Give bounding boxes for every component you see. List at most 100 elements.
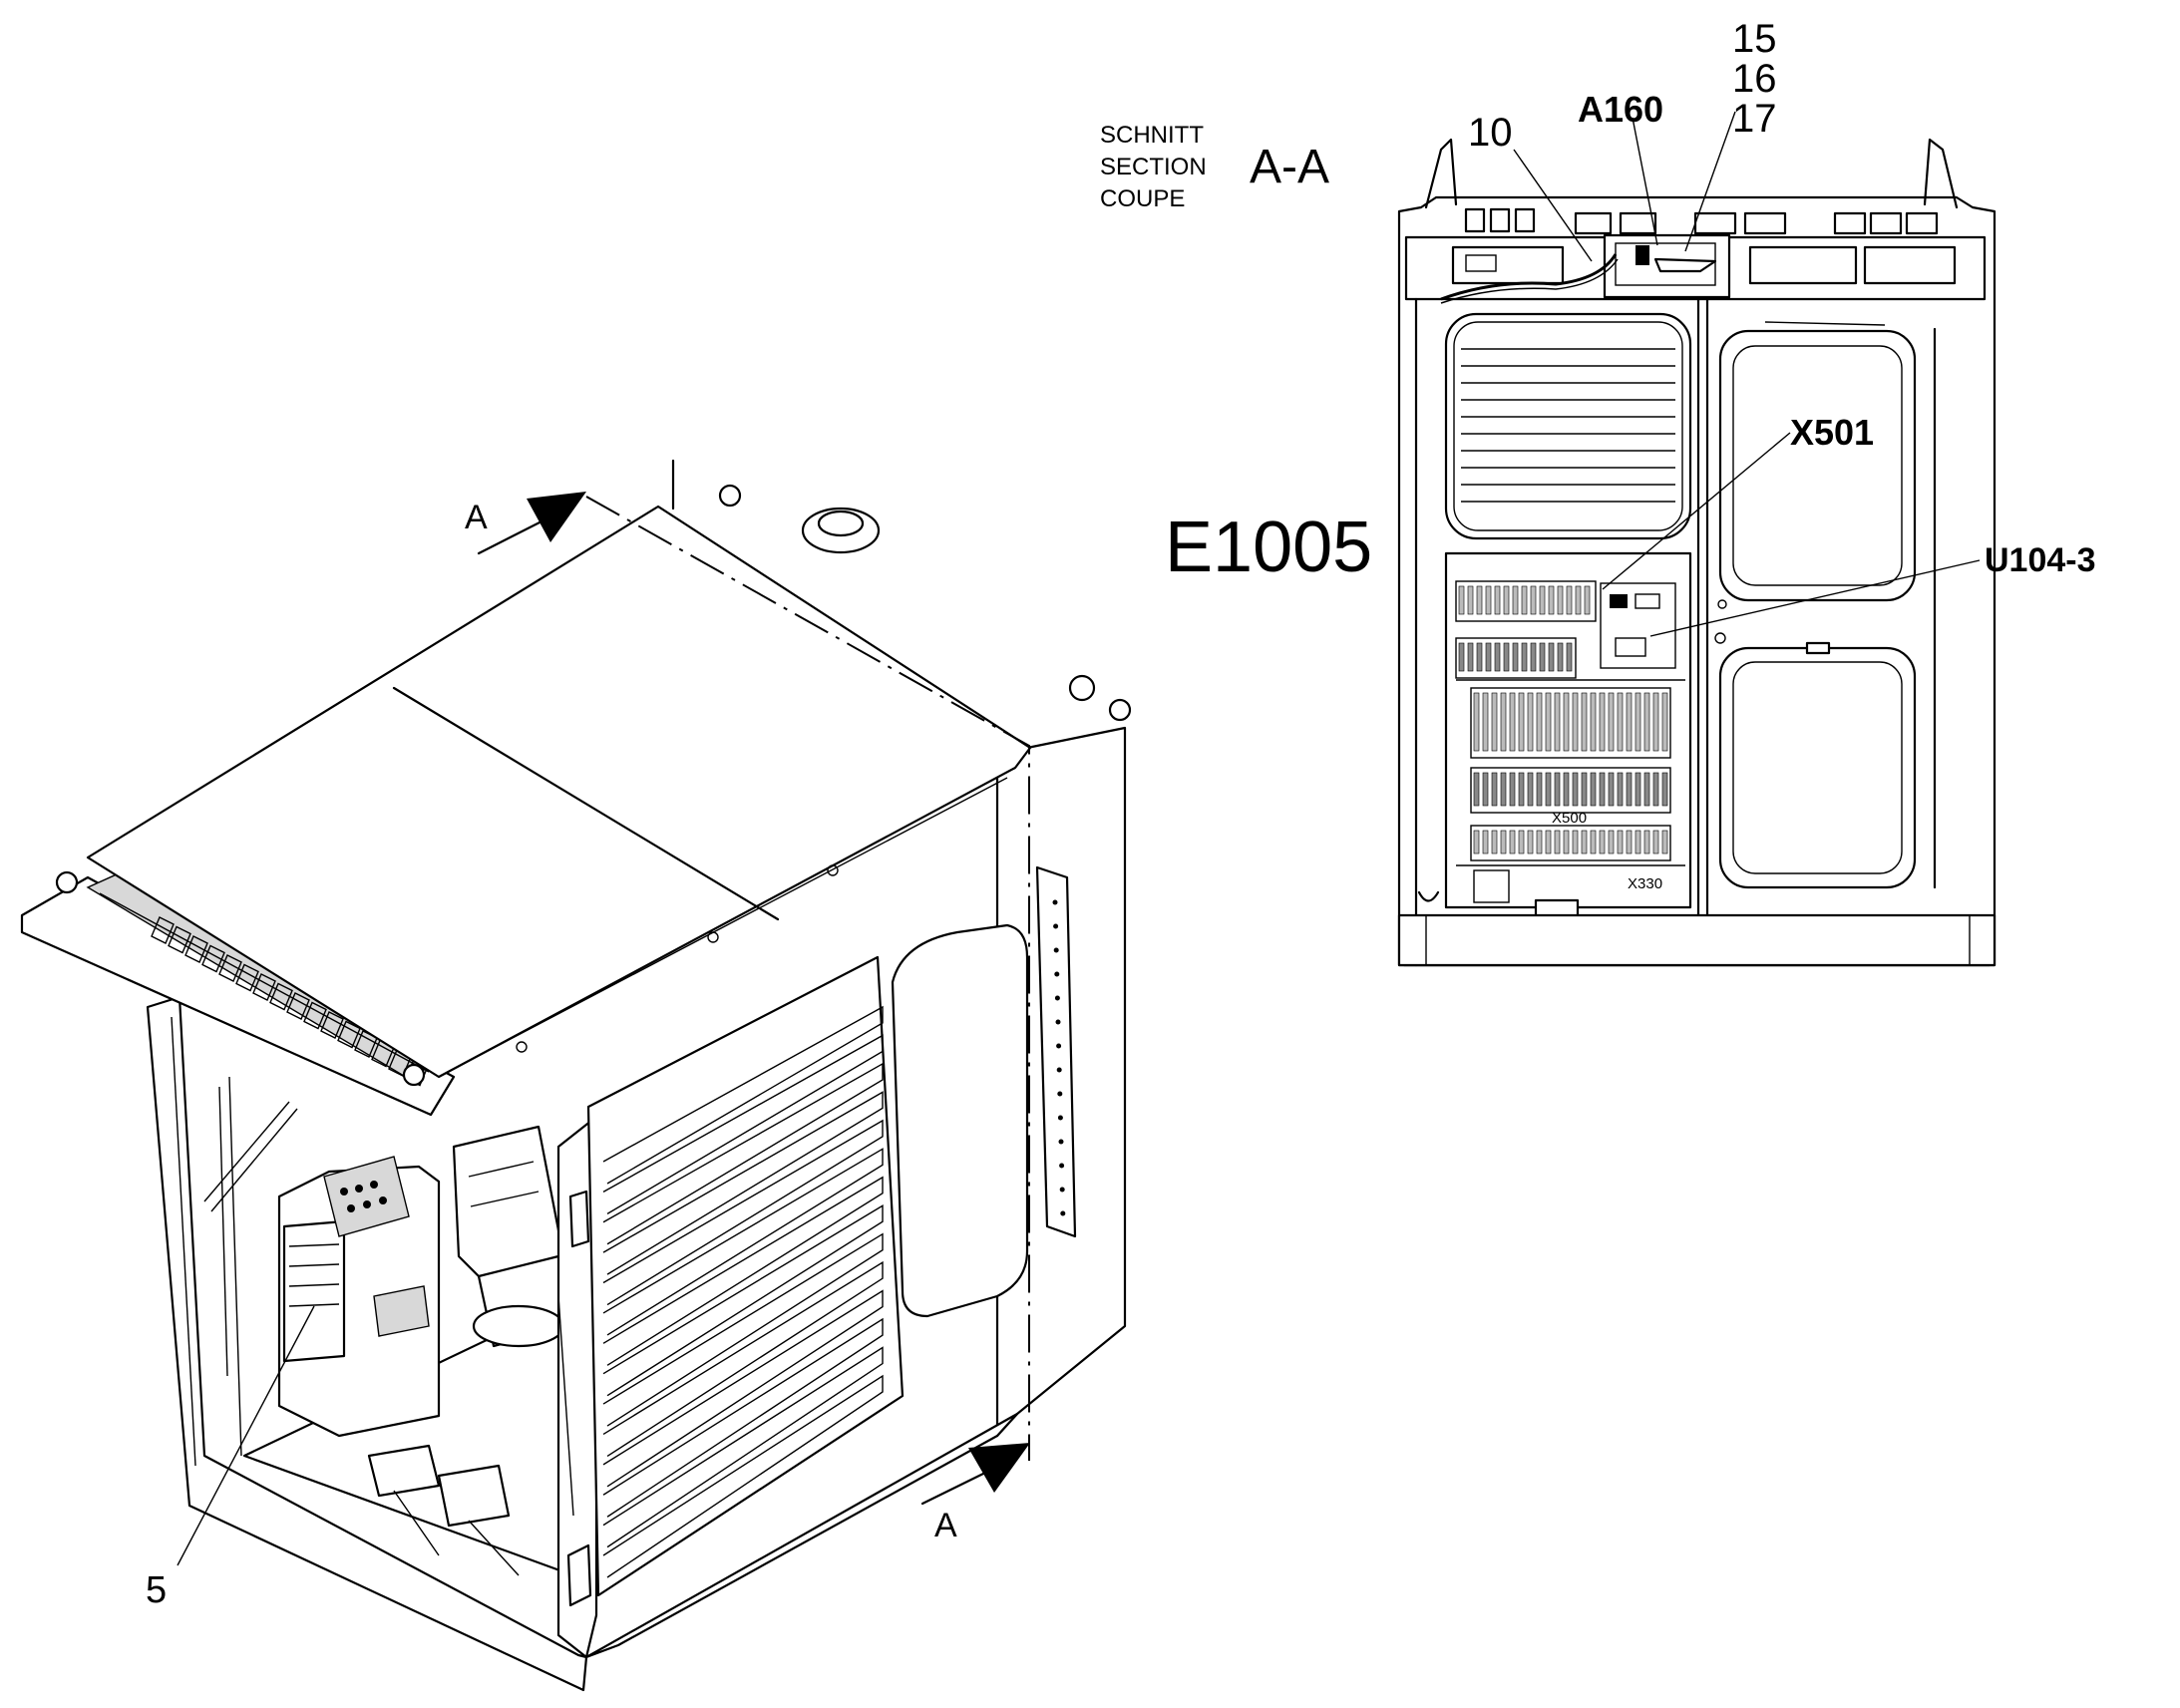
section-note-line-1: SCHNITT [1100, 122, 1204, 149]
terminal [1530, 585, 1537, 615]
terminal [1494, 585, 1501, 615]
terminal [1608, 830, 1615, 854]
operator-seat [452, 1125, 570, 1348]
terminal [1458, 642, 1465, 672]
terminal [1530, 642, 1537, 672]
terminal [1473, 692, 1480, 752]
cabinet-plate [1473, 869, 1510, 903]
section-door-window-upper [1718, 329, 1917, 602]
door-louver [602, 1119, 884, 1306]
u104-module [1600, 582, 1676, 669]
door-louver [602, 1374, 884, 1578]
awning-slat [151, 916, 175, 944]
post-hole [1054, 971, 1060, 977]
callout-u104-3: U104-3 [1985, 541, 2096, 579]
terminal [1635, 830, 1641, 854]
terminal [1599, 772, 1606, 807]
terminal [1554, 692, 1561, 752]
post-hole [1053, 923, 1059, 929]
terminal [1626, 692, 1633, 752]
post-hole [1054, 995, 1060, 1001]
terminal [1509, 772, 1516, 807]
terminal [1635, 692, 1641, 752]
terminal [1617, 830, 1624, 854]
terminal [1545, 772, 1552, 807]
post-hole [1060, 1210, 1066, 1216]
terminal [1581, 772, 1588, 807]
section-door-window-lower [1718, 646, 1917, 889]
terminal [1527, 772, 1534, 807]
door-louver [602, 1289, 884, 1488]
terminal [1527, 830, 1534, 854]
terminal [1536, 772, 1543, 807]
terminal [1563, 830, 1570, 854]
terminal [1643, 830, 1650, 854]
terminal [1482, 772, 1489, 807]
operator-console [277, 1156, 441, 1438]
post-hole [1053, 947, 1059, 953]
terminal [1661, 692, 1668, 752]
terminal [1575, 585, 1582, 615]
terminal [1599, 830, 1606, 854]
door-louver [602, 1176, 884, 1366]
terminal [1512, 642, 1519, 672]
terminal [1590, 772, 1597, 807]
terminal [1518, 692, 1525, 752]
cab-roof-panel [86, 505, 1032, 1079]
door-louver [602, 1005, 884, 1185]
terminal-block [1470, 767, 1671, 814]
door-louver [602, 1034, 884, 1214]
door-louver [602, 1091, 884, 1275]
terminal [1500, 830, 1507, 854]
terminal [1643, 772, 1650, 807]
callout-item-5: 5 [146, 1569, 167, 1611]
post-hole [1056, 1043, 1062, 1049]
terminal [1539, 642, 1546, 672]
terminal [1473, 772, 1480, 807]
x501-connector [1610, 594, 1628, 608]
terminal [1548, 642, 1555, 672]
post-hole [1059, 1163, 1065, 1169]
terminal [1512, 585, 1519, 615]
terminal [1485, 585, 1492, 615]
terminal [1590, 692, 1597, 752]
door-louver [602, 1260, 884, 1458]
terminal [1518, 772, 1525, 807]
terminal [1539, 585, 1546, 615]
terminal [1527, 692, 1534, 752]
drawing-id: E1005 [1165, 508, 1372, 587]
cab-door [586, 955, 905, 1597]
section-arrow-label-top: A [465, 499, 488, 536]
awning-slat [168, 925, 191, 954]
terminal [1608, 772, 1615, 807]
terminal-block [1455, 637, 1577, 679]
terminal [1581, 830, 1588, 854]
terminal [1548, 585, 1555, 615]
cab-front-wall [584, 1412, 1019, 1659]
terminal [1626, 772, 1633, 807]
section-title: A-A [1250, 141, 1329, 193]
section-a-a-view [1397, 111, 1997, 967]
terminal [1643, 692, 1650, 752]
terminal [1581, 692, 1588, 752]
terminal [1661, 830, 1668, 854]
door-louvers [602, 1005, 884, 1578]
callout-a160: A160 [1578, 89, 1663, 130]
door-louver [602, 1346, 884, 1548]
terminal [1521, 585, 1528, 615]
terminal [1554, 772, 1561, 807]
callout-x501: X501 [1790, 412, 1874, 453]
post-hole [1057, 1115, 1063, 1121]
awning-slat [269, 982, 293, 1011]
panel-label-x500: X500 [1552, 810, 1587, 827]
awning-slat [201, 944, 225, 973]
terminal [1652, 692, 1659, 752]
cab-isometric-view [20, 459, 1132, 1692]
terminal [1482, 830, 1489, 854]
terminal [1572, 830, 1579, 854]
section-note-line-3: COUPE [1100, 185, 1185, 212]
terminal [1599, 692, 1606, 752]
terminal [1536, 830, 1543, 854]
post-hole [1052, 899, 1058, 905]
